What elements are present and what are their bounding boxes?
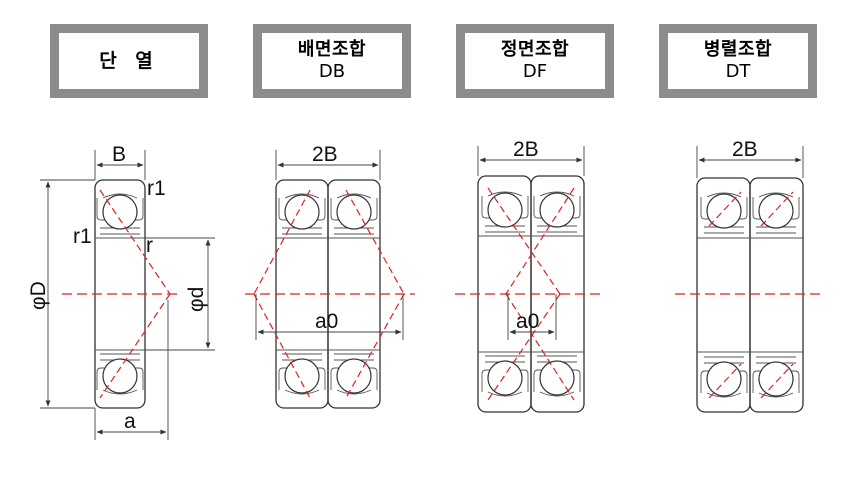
label-B: B	[112, 143, 126, 166]
label-db-a0: a0	[315, 310, 338, 333]
db-bearing-pair	[245, 150, 415, 409]
header-single-title: 단 열	[99, 50, 159, 72]
header-db-code: DB	[318, 61, 346, 82]
header-dt-title: 병렬조합	[703, 39, 773, 60]
dt-bearing-pair	[675, 146, 825, 413]
header-df-title: 정면조합	[500, 39, 570, 60]
df-bearing-pair	[455, 146, 605, 413]
header-df-code: DF	[522, 61, 548, 82]
header-db-title: 배면조합	[297, 39, 367, 60]
header-dt: 병렬조합 DT	[659, 24, 817, 98]
label-dt-2B: 2B	[732, 138, 758, 161]
label-df-a0: a0	[516, 310, 539, 333]
label-a: a	[124, 410, 136, 433]
header-df: 정면조합 DF	[456, 24, 614, 98]
label-df-2B: 2B	[513, 138, 539, 161]
label-inner-diameter: φd	[185, 287, 208, 312]
label-r1-top: r1	[147, 177, 166, 200]
header-db: 배면조합 DB	[253, 24, 411, 98]
single-row-bearing	[40, 150, 215, 440]
label-outer-diameter: φD	[27, 281, 50, 310]
label-r: r	[146, 234, 153, 257]
header-dt-code: DT	[725, 61, 751, 82]
label-db-2B: 2B	[312, 143, 338, 166]
label-r1-side: r1	[73, 225, 92, 248]
header-single: 단 열	[50, 24, 208, 98]
